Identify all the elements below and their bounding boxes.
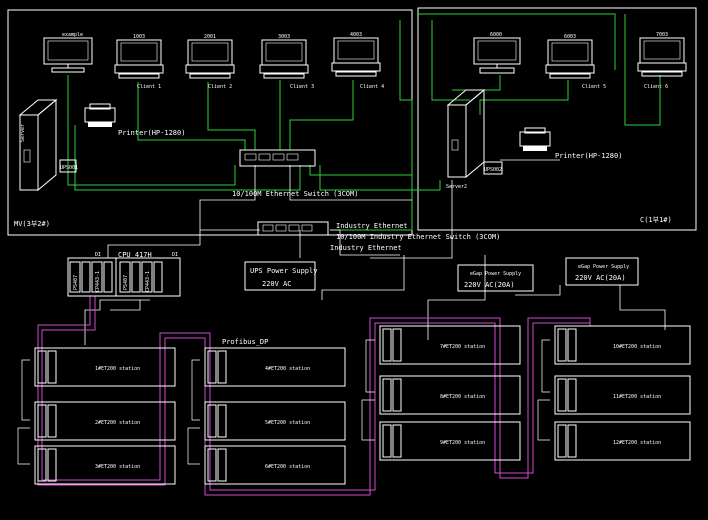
pc-caption: Client 5 xyxy=(582,84,606,90)
printer-label: Printer(HP-1280) xyxy=(118,129,185,137)
io-station: 1#ET200 station xyxy=(34,347,176,387)
io-station: 7#ET200 station xyxy=(379,325,521,365)
industry-label-mid: 10/100M Industry Ethernet Switch (3COM) xyxy=(336,233,500,241)
industry-label-bot: Industry Ethernet xyxy=(330,244,402,252)
industry-switch: Industry Ethernet 10/100M Industry Ether… xyxy=(257,221,500,252)
pwr2-title: eGap Power Supply xyxy=(578,264,629,270)
svg-text:7#ET200 station: 7#ET200 station xyxy=(440,344,485,350)
power-supply-2: eGap Power Supply 220V AC(20A) xyxy=(565,257,639,286)
io-station: 5#ET200 station xyxy=(204,401,346,441)
plc-cpu-label: CPU 417H xyxy=(118,251,152,259)
pc-caption: Client 3 xyxy=(290,84,314,90)
pwr1-title: eGap Power Supply xyxy=(470,271,521,277)
plc-module-label: PS407 xyxy=(73,275,79,290)
printer-icon xyxy=(519,131,551,147)
ups-value: 220V AC xyxy=(262,280,292,288)
svg-text:8#ET200 station: 8#ET200 station xyxy=(440,394,485,400)
plc-module-label: PS407 xyxy=(123,275,129,290)
plc-mark-left: DI xyxy=(95,252,101,258)
io-station: 2#ET200 station xyxy=(34,401,176,441)
io-station: 11#ET200 station xyxy=(554,375,691,415)
pc-tag: 4003 xyxy=(350,32,362,38)
station-tie-lines xyxy=(17,339,550,465)
svg-text:12#ET200 station: 12#ET200 station xyxy=(613,440,661,446)
io-station: 4#ET200 station xyxy=(204,347,346,387)
pc-left-3: 2001 Client 2 xyxy=(185,34,235,90)
pc-right-3: 7003 Client 6 xyxy=(637,32,687,90)
server-port: UPS002 xyxy=(484,167,502,173)
printer-left: Printer(HP-1280) xyxy=(84,103,185,137)
pc-tag: 3003 xyxy=(278,34,290,40)
svg-text:10#ET200 station: 10#ET200 station xyxy=(613,344,661,350)
io-station: 12#ET200 station xyxy=(554,421,691,461)
server-left: Server UPS001 xyxy=(18,98,78,192)
svg-text:11#ET200 station: 11#ET200 station xyxy=(613,394,661,400)
switch-label: 10/100M Ethernet Switch (3COM) xyxy=(232,190,358,198)
pc-left-5: 4003 Client 4 xyxy=(331,32,384,90)
pc-tag: 6003 xyxy=(564,34,576,40)
right-room-label: C(1부1#) xyxy=(640,216,672,224)
server-label: Server xyxy=(20,124,26,142)
svg-text:1#ET200 station: 1#ET200 station xyxy=(95,366,140,372)
server-icon xyxy=(446,89,486,106)
pc-left-1: example xyxy=(43,32,93,73)
switch-icon xyxy=(239,149,316,167)
pc-caption: Client 4 xyxy=(360,84,384,90)
server-icon xyxy=(18,99,58,116)
plc-mark-right: DI xyxy=(172,252,178,258)
pc-right-1: 6000 xyxy=(473,32,521,74)
ups-power-supply: UPS Power Supply 220V AC xyxy=(244,261,317,291)
io-station: 9#ET200 station xyxy=(379,421,521,461)
pc-left-2: 1003 Client 1 xyxy=(114,34,164,90)
power-supply-1: eGap Power Supply 220V AC(20A) xyxy=(457,264,534,292)
switch-icon xyxy=(257,221,329,236)
left-room-label: MV(3부2#) xyxy=(14,220,50,228)
svg-text:6#ET200 station: 6#ET200 station xyxy=(265,464,310,470)
plc-rack: DI CPU 417H DI PS407 CP443-1 PS407 CP443… xyxy=(67,251,181,297)
svg-text:3#ET200 station: 3#ET200 station xyxy=(95,464,140,470)
io-station: 3#ET200 station xyxy=(34,445,176,485)
right-room-boundary xyxy=(417,7,697,231)
plc-module xyxy=(69,261,81,293)
server-right: Server2 UPS002 xyxy=(446,88,503,190)
pwr1-value: 220V AC(20A) xyxy=(464,281,515,289)
industry-label-top: Industry Ethernet xyxy=(336,222,408,230)
pc-caption: Client 1 xyxy=(137,84,161,90)
server-port: UPS001 xyxy=(60,165,78,171)
svg-text:2#ET200 station: 2#ET200 station xyxy=(95,420,140,426)
pc-caption: Client 6 xyxy=(644,84,668,90)
io-station: 6#ET200 station xyxy=(204,445,346,485)
io-station: 8#ET200 station xyxy=(379,375,521,415)
pc-left-4: 3003 Client 3 xyxy=(259,34,314,90)
pc-tag: 2001 xyxy=(204,34,216,40)
left-room-boundary xyxy=(7,9,413,236)
io-station: 10#ET200 station xyxy=(554,325,691,365)
svg-text:5#ET200 station: 5#ET200 station xyxy=(265,420,310,426)
pc-caption: Client 2 xyxy=(208,84,232,90)
profibus-label: Profibus_DP xyxy=(222,338,268,346)
plc-module-label: CP443-1 xyxy=(145,271,151,292)
server-label: Server2 xyxy=(446,184,467,190)
printer-label: Printer(HP-1280) xyxy=(555,152,622,160)
svg-text:4#ET200 station: 4#ET200 station xyxy=(265,366,310,372)
ups-title: UPS Power Supply xyxy=(250,267,317,275)
printer-icon xyxy=(84,107,116,123)
plc-module-label: CP443-1 xyxy=(95,271,101,292)
printer-right: Printer(HP-1280) xyxy=(519,127,622,160)
pwr2-value: 220V AC(20A) xyxy=(575,274,626,282)
pc-right-2: 6003 Client 5 xyxy=(545,34,606,90)
white-cabling xyxy=(84,159,666,345)
office-switch: 10/100M Ethernet Switch (3COM) xyxy=(232,149,358,198)
pc-tag: 6000 xyxy=(490,32,502,38)
pc-tag: 7003 xyxy=(656,32,668,38)
svg-text:9#ET200 station: 9#ET200 station xyxy=(440,440,485,446)
pc-tag: 1003 xyxy=(133,34,145,40)
pc-tag: example xyxy=(62,32,83,38)
